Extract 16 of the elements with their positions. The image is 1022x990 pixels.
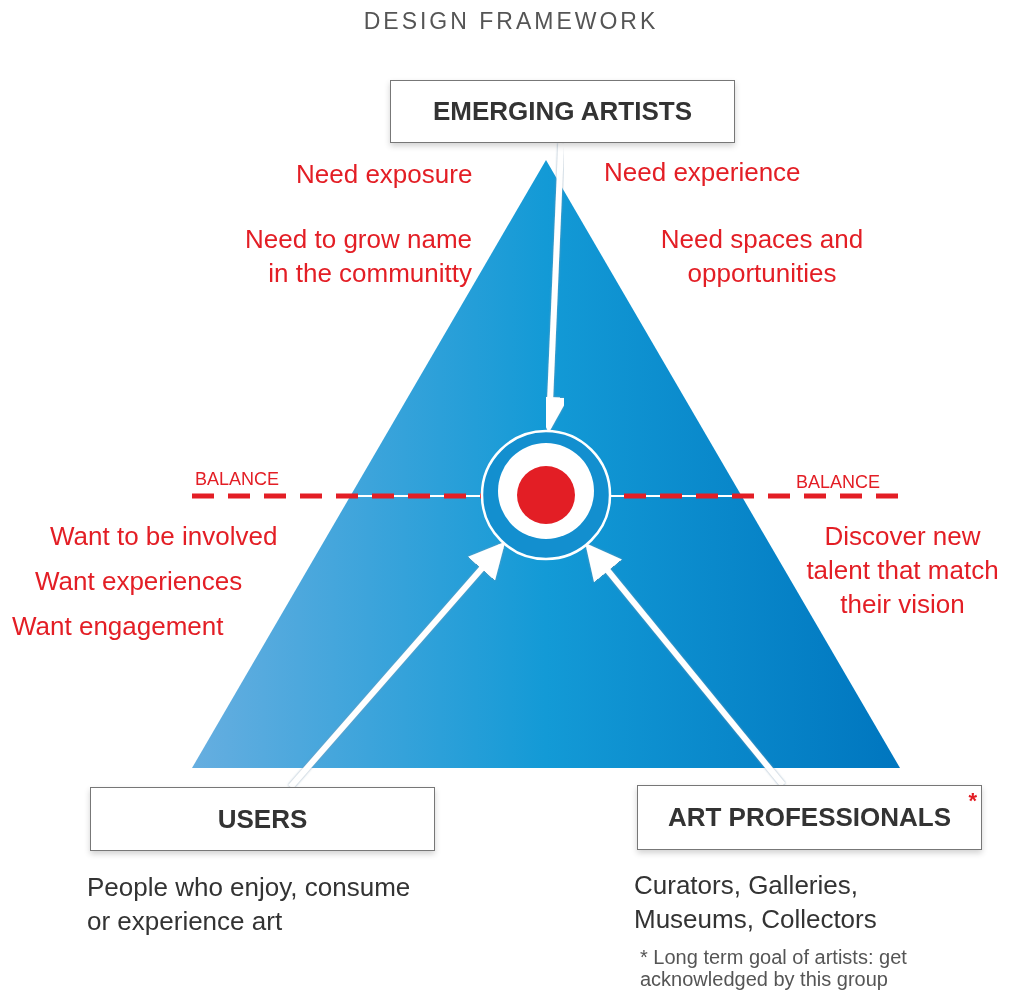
annotation-text: Need exposure: [296, 158, 474, 191]
balance-label: BALANCE: [195, 468, 281, 491]
target-circle: [480, 429, 612, 561]
description-text: People who enjoy, consume or experience art: [87, 871, 412, 938]
label-box: EMERGING ARTISTS: [390, 80, 735, 143]
annotation-text: Want experiences: [35, 565, 244, 598]
annotation-text: Need spaces and opportunities: [659, 223, 865, 290]
annotation-text: Need to grow name in the communitty: [244, 223, 472, 290]
annotation-text: Want engagement: [12, 610, 225, 643]
annotation-text: Need experience: [604, 156, 802, 189]
annotation-text: Discover new talent that match their vision: [805, 520, 1000, 621]
title: DESIGN FRAMEWORK: [362, 8, 660, 35]
footnote: * Long term goal of artists: get acknowledged by this group: [640, 946, 908, 990]
description-text: Curators, Galleries, Museums, Collectors: [634, 869, 878, 936]
balance-label: BALANCE: [796, 471, 882, 494]
annotation-text: Want to be involved: [50, 520, 279, 553]
